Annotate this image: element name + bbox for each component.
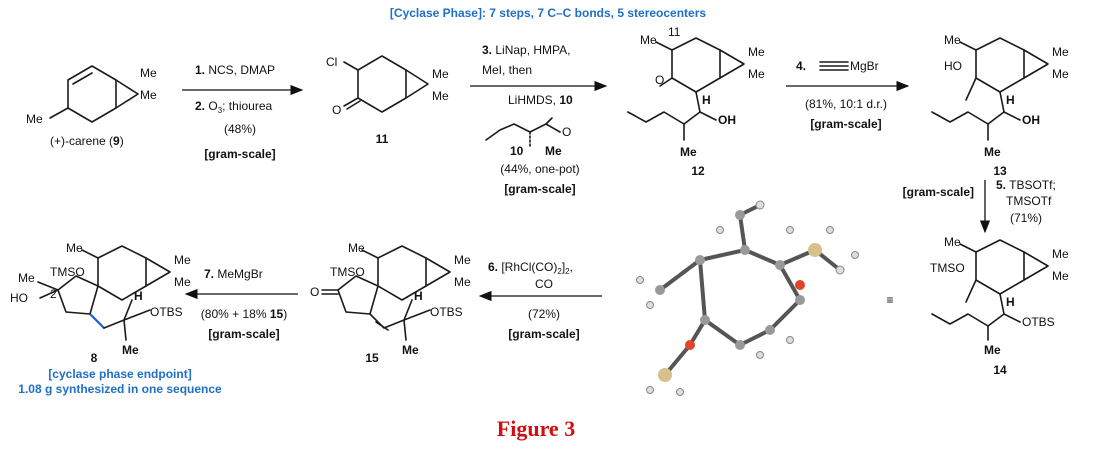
compound-12-label: 12: [691, 164, 705, 178]
svg-text:H: H: [414, 289, 423, 303]
svg-text:Me: Me: [122, 343, 139, 357]
svg-text:Me: Me: [174, 253, 191, 267]
compound-8-structure: Me TMSO Me HO 2 H OTBS Me Me Me: [10, 241, 191, 357]
step-5-conditions-line2: TMSOTf: [1006, 194, 1052, 208]
svg-text:Me: Me: [944, 33, 961, 47]
svg-text:Me: Me: [1052, 45, 1069, 59]
svg-text:Me: Me: [454, 253, 471, 267]
svg-text:OTBS: OTBS: [1022, 315, 1055, 329]
svg-text:O: O: [562, 125, 571, 139]
step-4-reagent: MgBr: [850, 59, 879, 73]
svg-text:H: H: [134, 289, 143, 303]
svg-text:Me: Me: [402, 343, 419, 357]
compound-12-structure: Me 11 O H OH Me Me Me: [627, 25, 765, 159]
svg-text:Me: Me: [640, 33, 657, 47]
svg-text:Me: Me: [680, 145, 697, 159]
compound-14-structure: Me TMSO H OTBS Me Me Me: [930, 235, 1069, 357]
svg-text:2: 2: [50, 287, 57, 301]
equivalence-symbol: ≡: [886, 293, 893, 307]
svg-text:O: O: [655, 73, 664, 87]
step-3-conditions-line2: MeI, then: [482, 63, 532, 77]
compound-10-label: 10: [510, 144, 524, 158]
step-2-scale: [gram-scale]: [204, 147, 275, 161]
svg-text:TMSO: TMSO: [330, 265, 365, 279]
step-5-conditions-line1: 5. TBSOTf;: [996, 178, 1056, 192]
compound-11-label: 11: [376, 132, 389, 146]
svg-text:HO: HO: [10, 291, 28, 305]
compound-9-structure: Me Me Me: [26, 65, 157, 126]
step-6-scale: [gram-scale]: [508, 327, 579, 341]
compound-11-structure: Cl O Me Me: [326, 55, 449, 117]
step-5-scale: [gram-scale]: [903, 185, 974, 199]
step-7-yield: (80% + 18% 15): [201, 307, 287, 321]
compound-15-structure: Me TMSO O H OTBS Me Me Me: [310, 241, 471, 357]
step-4-yield: (81%, 10:1 d.r.): [805, 97, 887, 111]
svg-text:Me: Me: [748, 67, 765, 81]
step-4-number: 4.: [796, 59, 806, 73]
compound-13-label: 13: [993, 164, 1007, 178]
svg-text:Me: Me: [1052, 269, 1069, 283]
svg-text:O: O: [310, 285, 319, 299]
step-7-scale: [gram-scale]: [208, 327, 279, 341]
svg-text:Me: Me: [140, 66, 157, 80]
svg-text:Me: Me: [174, 275, 191, 289]
step-1-conditions: 1. NCS, DMAP: [195, 63, 275, 77]
svg-text:Me: Me: [26, 112, 43, 126]
svg-text:Me: Me: [140, 88, 157, 102]
svg-text:OTBS: OTBS: [430, 305, 463, 319]
step-5-yield: (71%): [1010, 211, 1042, 225]
compound-9-label: (+)-carene (9): [50, 134, 124, 148]
step-6-conditions-line1: 6. [RhCl(CO)2]2,: [488, 260, 573, 276]
step-3-conditions-line3: LiHMDS, 10: [508, 93, 573, 107]
svg-text:TMSO: TMSO: [930, 261, 965, 275]
svg-text:OTBS: OTBS: [150, 305, 183, 319]
step-3-conditions-line1: 3. LiNap, HMPA,: [482, 43, 570, 57]
svg-text:H: H: [1006, 295, 1015, 309]
compound-14-label: 14: [993, 363, 1007, 377]
svg-text:Me: Me: [348, 241, 365, 255]
svg-text:OH: OH: [718, 113, 736, 127]
svg-text:Me: Me: [944, 235, 961, 249]
svg-text:OH: OH: [1022, 113, 1040, 127]
svg-text:11: 11: [668, 25, 681, 39]
svg-text:Me: Me: [454, 275, 471, 289]
compound-8-note-endpoint: [cyclase phase endpoint]: [48, 367, 191, 381]
svg-text:TMSO: TMSO: [50, 265, 85, 279]
svg-text:Me: Me: [432, 67, 449, 81]
svg-text:Me: Me: [18, 271, 35, 285]
svg-text:O: O: [332, 103, 341, 117]
svg-text:Me: Me: [432, 89, 449, 103]
step-2-conditions: 2. O3; thiourea: [195, 99, 273, 115]
compound-8-note-amount: 1.08 g synthesized in one sequence: [18, 382, 222, 396]
svg-text:Me: Me: [748, 45, 765, 59]
svg-text:H: H: [1006, 93, 1015, 107]
compound-8-label: 8: [91, 351, 98, 365]
step-7-conditions: 7. MeMgBr: [204, 267, 263, 281]
compound-10-structure: O Me: [485, 117, 571, 158]
svg-text:HO: HO: [944, 59, 962, 73]
step-6-yield: (72%): [528, 307, 560, 321]
figure-caption: Figure 3: [497, 416, 575, 441]
svg-text:Me: Me: [1052, 67, 1069, 81]
step-2-yield: (48%): [224, 122, 256, 136]
step-6-conditions-line2: CO: [535, 277, 553, 291]
phase-title: [Cyclase Phase]: 7 steps, 7 C–C bonds, 5…: [390, 6, 706, 20]
svg-text:Me: Me: [66, 241, 83, 255]
step-3-scale: [gram-scale]: [504, 182, 575, 196]
svg-text:Me: Me: [545, 144, 562, 158]
step-4-scale: [gram-scale]: [810, 117, 881, 131]
compound-15-label: 15: [365, 351, 379, 365]
svg-text:Me: Me: [984, 343, 1001, 357]
svg-text:H: H: [702, 93, 711, 107]
svg-text:Me: Me: [984, 145, 1001, 159]
3d-molecular-model: [636, 200, 859, 396]
svg-text:Cl: Cl: [326, 55, 337, 69]
step-3-yield: (44%, one-pot): [500, 162, 579, 176]
compound-13-structure: Me HO H OH Me Me Me: [931, 33, 1069, 159]
svg-text:Me: Me: [1052, 247, 1069, 261]
